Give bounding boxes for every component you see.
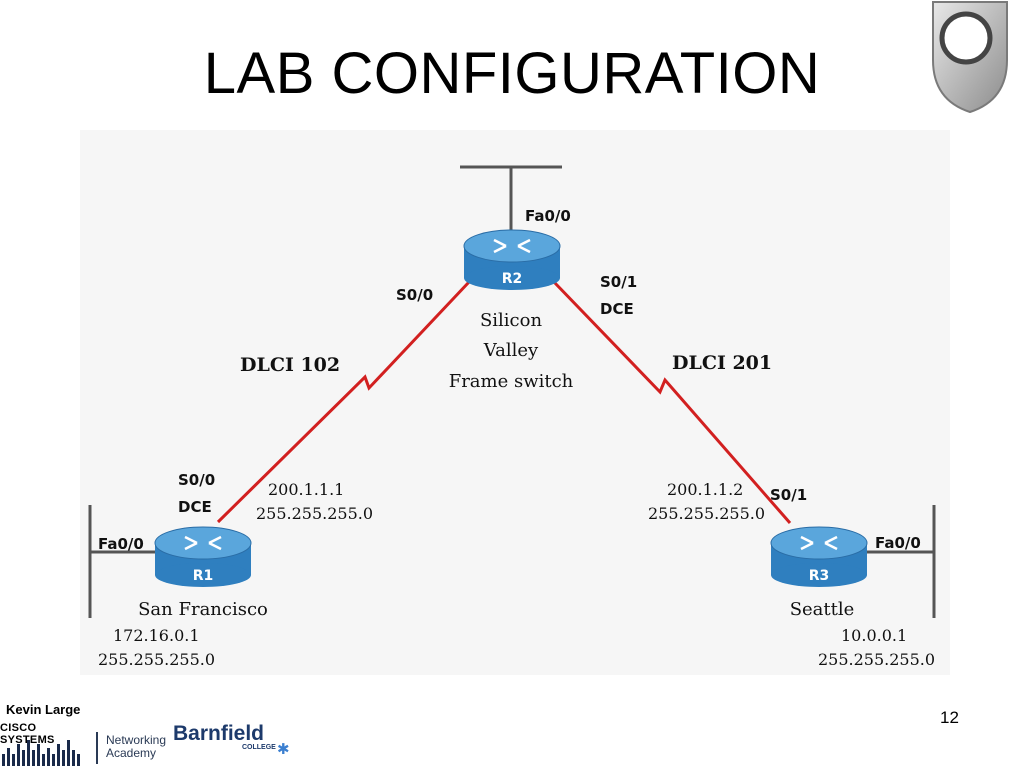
router-arrows-icon bbox=[493, 238, 531, 254]
college-name: Barnfield bbox=[173, 722, 265, 745]
slide-title: LAB CONFIGURATION bbox=[203, 41, 821, 106]
r2-location-line-2: Valley bbox=[483, 340, 539, 361]
router-label: R3 bbox=[809, 568, 830, 584]
r3-fa-interface-label: Fa0/0 bbox=[875, 534, 921, 552]
r2-dce-label: DCE bbox=[600, 300, 634, 318]
r1-s00-label: S0/0 bbox=[178, 471, 215, 489]
networking-academy-divider bbox=[96, 732, 98, 764]
na-line-2: Academy bbox=[106, 746, 157, 760]
r1-serial-ip: 200.1.1.1 bbox=[268, 480, 344, 499]
r1-lan-mask: 255.255.255.0 bbox=[98, 650, 215, 669]
r2-fa-interface-label: Fa0/0 bbox=[525, 207, 571, 225]
serial-link-r1-r2 bbox=[216, 280, 471, 524]
cisco-bridge-logo-icon bbox=[2, 740, 80, 766]
page-number: 12 bbox=[940, 708, 959, 727]
college-subtitle: COLLEGE bbox=[242, 744, 276, 751]
networking-academy-text: Networking Academy bbox=[106, 734, 166, 760]
router-r2[interactable]: R2 bbox=[463, 229, 561, 290]
dlci-201-label: DLCI 201 bbox=[672, 352, 772, 374]
r3-serial-ip: 200.1.1.2 bbox=[667, 480, 743, 499]
dlci-102-label: DLCI 102 bbox=[240, 354, 340, 376]
r2-s01-label: S0/1 bbox=[600, 273, 637, 291]
na-line-1: Networking bbox=[106, 733, 167, 747]
r3-serial-mask: 255.255.255.0 bbox=[648, 504, 765, 523]
router-r3[interactable]: R3 bbox=[770, 526, 868, 587]
router-r1[interactable]: R1 bbox=[154, 526, 252, 587]
r1-fa-interface-label: Fa0/0 bbox=[98, 535, 144, 553]
network-diagram: R2 R1 R3 Fa0/0 S0/0 S0/1 DCE bbox=[80, 130, 950, 675]
r3-location-label: Seattle bbox=[790, 599, 855, 620]
serial-link-r2-r3 bbox=[552, 280, 792, 524]
r1-ethernet-segment bbox=[88, 505, 157, 618]
r1-serial-mask: 255.255.255.0 bbox=[256, 504, 373, 523]
r2-location-line-1: Silicon bbox=[480, 310, 543, 331]
r3-lan-mask: 255.255.255.0 bbox=[818, 650, 935, 669]
author-name: Kevin Large bbox=[6, 702, 81, 717]
r2-ethernet-segment bbox=[460, 165, 562, 240]
router-label: R2 bbox=[502, 271, 523, 287]
university-shield-logo bbox=[932, 1, 1008, 114]
r1-lan-ip: 172.16.0.1 bbox=[113, 626, 200, 645]
router-arrows-icon bbox=[184, 535, 222, 551]
r3-s01-label: S0/1 bbox=[770, 486, 807, 504]
router-label: R1 bbox=[193, 568, 214, 584]
topology-canvas: R2 R1 R3 Fa0/0 S0/0 S0/1 DCE bbox=[88, 165, 936, 669]
r2-s00-label: S0/0 bbox=[396, 286, 433, 304]
router-arrows-icon bbox=[800, 535, 838, 551]
r3-ethernet-segment bbox=[867, 505, 936, 618]
r1-location-label: San Francisco bbox=[138, 599, 268, 620]
r2-location-line-3: Frame switch bbox=[449, 371, 574, 392]
r3-lan-ip: 10.0.0.1 bbox=[841, 626, 907, 645]
r1-dce-label: DCE bbox=[178, 498, 212, 516]
snowflake-icon: ✱ bbox=[277, 741, 290, 758]
